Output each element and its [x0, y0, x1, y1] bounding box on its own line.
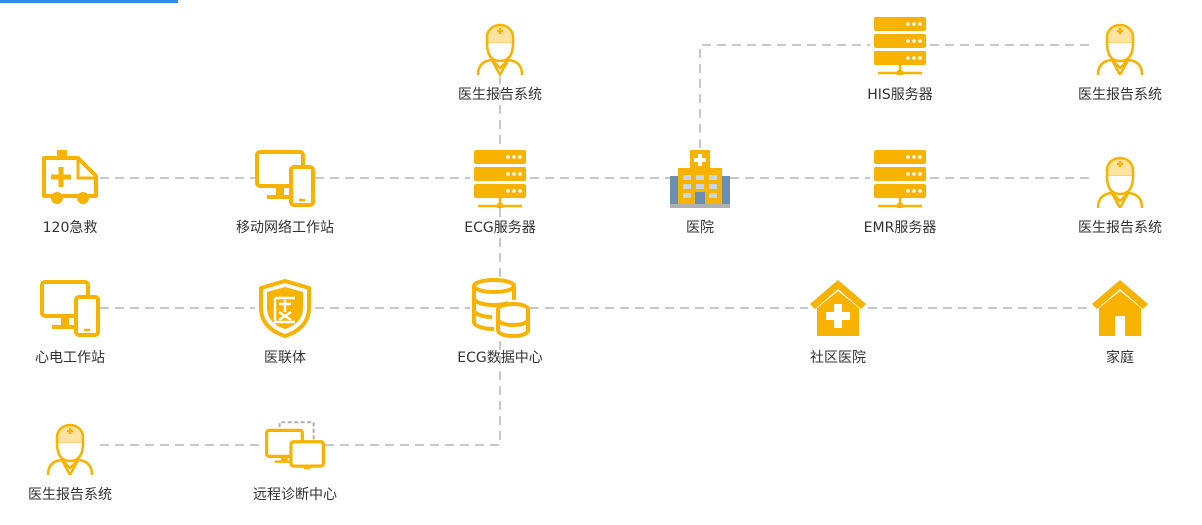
node-label: 家庭 — [1106, 350, 1134, 366]
node-ecg-ws: 心电工作站 — [5, 278, 135, 388]
doctor-icon — [1090, 148, 1150, 208]
node-doctor-mr: 医生报告系统 — [1055, 148, 1185, 258]
monitor-phone-icon — [40, 278, 100, 338]
dual-monitor-icon — [265, 415, 325, 475]
node-label: 医生报告系统 — [1078, 220, 1162, 236]
node-doctor-tr: 医生报告系统 — [1055, 15, 1185, 125]
node-label: HIS服务器 — [867, 87, 933, 103]
node-mobile-ws: 移动网络工作站 — [220, 148, 350, 258]
server-icon — [870, 148, 930, 208]
node-label: 心电工作站 — [35, 350, 105, 366]
doctor-icon — [40, 415, 100, 475]
node-label: 120急救 — [42, 220, 98, 236]
node-label: 医生报告系统 — [1078, 87, 1162, 103]
node-his: HIS服务器 — [835, 15, 965, 125]
ambulance-icon — [40, 148, 100, 208]
monitor-phone-icon — [255, 148, 315, 208]
shield-icon — [255, 278, 315, 338]
node-label: 医生报告系统 — [28, 487, 112, 503]
node-remote: 远程诊断中心 — [230, 415, 360, 525]
connection-remote-ecg_dc — [295, 308, 501, 446]
node-label: 社区医院 — [810, 350, 866, 366]
node-label: 移动网络工作站 — [236, 220, 334, 236]
server-icon — [470, 148, 530, 208]
home-icon — [1090, 278, 1150, 338]
node-label: ECG服务器 — [464, 220, 536, 236]
node-alliance: 医联体 — [220, 278, 350, 388]
hospital-icon — [670, 148, 730, 208]
node-doctor-top: 医生报告系统 — [435, 15, 565, 125]
node-label: ECG数据中心 — [457, 350, 543, 366]
server-icon — [870, 15, 930, 75]
node-doctor-bl: 医生报告系统 — [5, 415, 135, 525]
node-label: 医院 — [686, 220, 714, 236]
node-emr: EMR服务器 — [835, 148, 965, 258]
node-label: EMR服务器 — [863, 220, 937, 236]
node-ecg-dc: ECG数据中心 — [435, 278, 565, 388]
doctor-icon — [470, 15, 530, 75]
clinic-icon — [808, 278, 868, 338]
node-community: 社区医院 — [773, 278, 903, 388]
node-home: 家庭 — [1055, 278, 1185, 388]
node-label: 远程诊断中心 — [253, 487, 337, 503]
node-ecg-server: ECG服务器 — [435, 148, 565, 258]
database-icon — [470, 278, 530, 338]
node-label: 医生报告系统 — [458, 87, 542, 103]
node-label: 医联体 — [264, 350, 306, 366]
node-hospital: 医院 — [635, 148, 765, 258]
node-ambulance: 120急救 — [5, 148, 135, 258]
top-tab-indicator — [0, 0, 178, 3]
connection-lines — [70, 44, 1120, 446]
doctor-icon — [1090, 15, 1150, 75]
